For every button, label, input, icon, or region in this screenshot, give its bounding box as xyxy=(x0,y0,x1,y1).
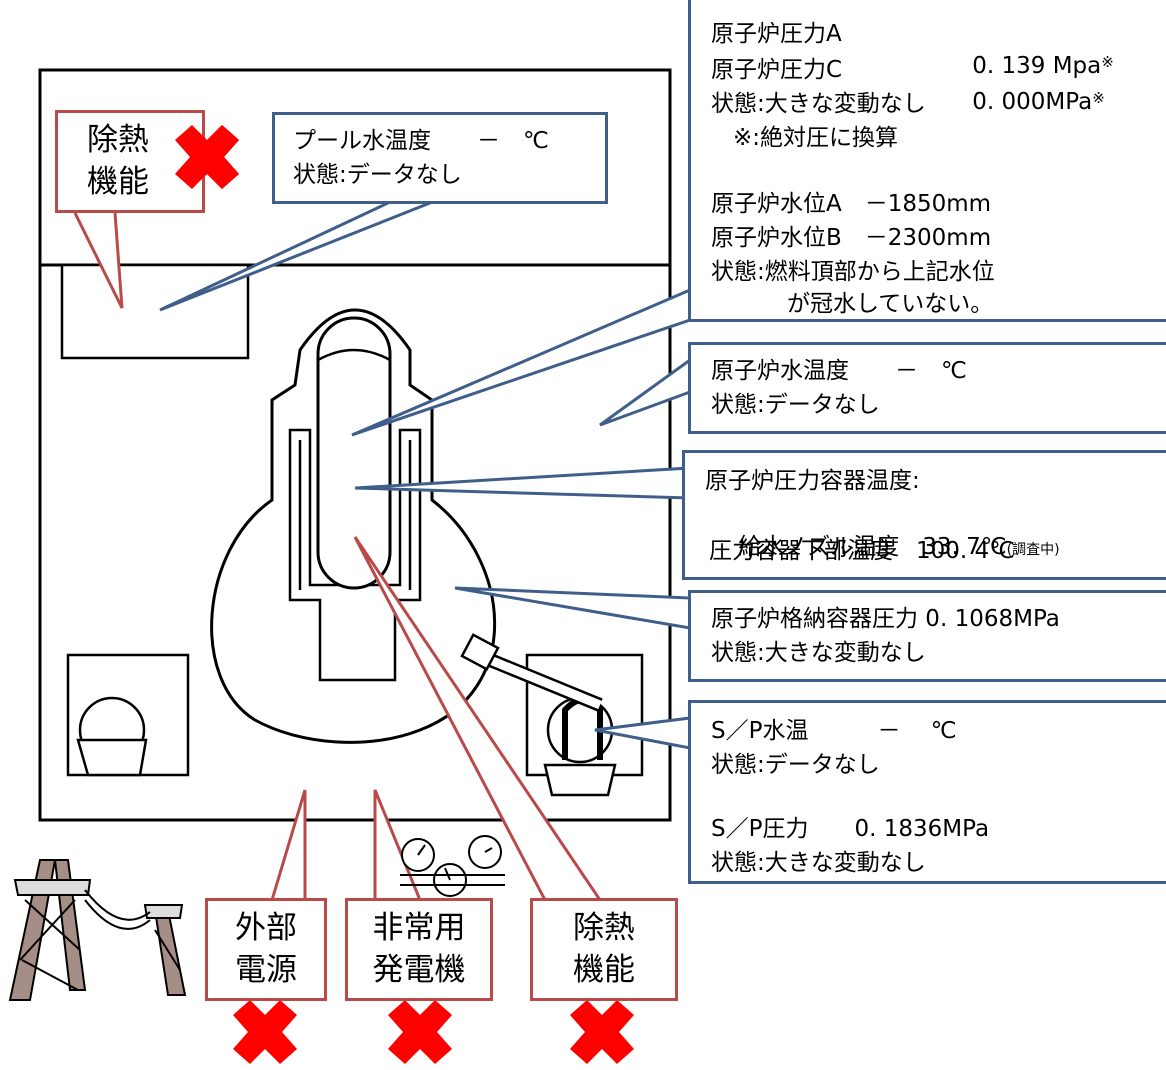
containment-panel: 原子炉格納容器圧力 0. 1068MPa 状態:大きな変動なし xyxy=(688,590,1166,682)
level-state-1: 状態:燃料頂部から上記水位 xyxy=(711,259,995,285)
containment-state: 状態:大きな変動なし xyxy=(711,640,926,666)
top-cross xyxy=(175,125,239,189)
water-temp-line: 原子炉水温度 － ℃ xyxy=(711,358,967,384)
water-temp-panel: 原子炉水温度 － ℃ 状態:データなし xyxy=(688,342,1166,434)
sp-panel: S／P水温 － ℃ 状態:データなし S／P圧力 0. 1836MPa 状態:大… xyxy=(688,700,1166,884)
callout-heat-removal-top: 除熱 機能 xyxy=(55,110,205,213)
callout-heat-removal-bottom: 除熱 機能 xyxy=(530,898,678,1001)
level-a: 原子炉水位A －1850mm xyxy=(711,191,992,217)
pool-panel: プール水温度 － ℃ 状態:データなし xyxy=(272,112,608,204)
callout-emergency-generator: 非常用 発電機 xyxy=(345,898,493,1001)
cross-icon xyxy=(570,1000,634,1064)
pressure-note: ※:絶対圧に換算 xyxy=(733,125,899,151)
vessel-bottom-temp: 圧力容器下部温度 100. 4℃ xyxy=(709,538,1015,564)
vessel-temp-title: 原子炉圧力容器温度: xyxy=(705,468,920,494)
sp-temp: S／P水温 － ℃ xyxy=(711,718,957,744)
red-pointers xyxy=(73,212,602,901)
water-state-line: 状態:データなし xyxy=(711,392,880,418)
reactor-pedestal xyxy=(288,428,422,682)
vessel-temp-panel: 原子炉圧力容器温度: 給水ノズル温度 33. 7℃(調査中) 圧力容器下部温度 … xyxy=(682,450,1166,580)
sp-temp-state: 状態:データなし xyxy=(711,752,880,778)
level-state-2: が冠水していない。 xyxy=(787,291,994,317)
pool-temp-line: プール水温度 － ℃ xyxy=(293,128,549,154)
pressure-c-label: 原子炉圧力C xyxy=(711,57,843,83)
callout-external-power: 外部 電源 xyxy=(205,898,327,1001)
pressure-state: 状態:大きな変動なし xyxy=(711,91,926,117)
sp-pressure: S／P圧力 0. 1836MPa xyxy=(711,816,990,842)
spent-fuel-pool xyxy=(60,263,250,360)
power-towers-icon xyxy=(8,859,187,1001)
pressure-a-label: 原子炉圧力A xyxy=(711,21,842,47)
feedwater-nozzle-temp: 給水ノズル温度 33. 7℃(調査中) xyxy=(738,534,1060,560)
pressure-c-value: 0. 000MPa※ xyxy=(972,89,1105,115)
cross-icon xyxy=(175,125,239,189)
level-b: 原子炉水位B －2300mm xyxy=(711,225,992,251)
pressure-a-value: 0. 139 Mpa※ xyxy=(972,53,1114,79)
pool-state-line: 状態:データなし xyxy=(293,162,462,188)
pressure-level-panel: 原子炉圧力A 0. 139 Mpa※ 原子炉圧力C 0. 000MPa※ 状態:… xyxy=(688,0,1166,322)
cross-icon xyxy=(388,1000,452,1064)
cross-icon xyxy=(233,1000,297,1064)
sp-pressure-state: 状態:大きな変動なし xyxy=(711,850,926,876)
containment-pressure: 原子炉格納容器圧力 0. 1068MPa xyxy=(711,606,1060,632)
generator-gauges-icon xyxy=(400,835,505,897)
reactor-pressure-vessel xyxy=(316,316,392,590)
